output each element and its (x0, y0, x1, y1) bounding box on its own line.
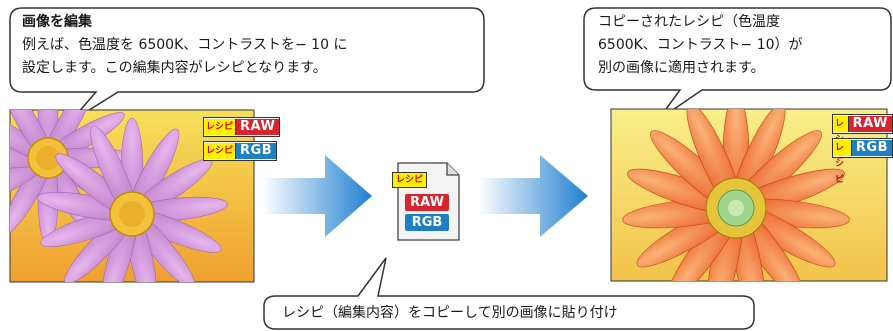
bubble-top-left-line2: 設定します。この編集内容がレシピとなります。 (22, 60, 327, 76)
left-rgb-badge: レシピ RGB (203, 141, 278, 161)
rgb-label: RGB (851, 140, 892, 156)
raw-label: RAW (236, 119, 280, 135)
file-icon-rgb: RGB (405, 214, 449, 231)
bubble-top-left-line1: 例えば、色温度を 6500K、コントラストを− 10 に (22, 37, 348, 53)
right-rgb-badge: レシピ RGB (832, 138, 893, 185)
recipe-tag: レシピ (833, 116, 849, 161)
bubble-top-right-outline (583, 7, 892, 121)
photo-after (610, 108, 888, 282)
right-raw-badge: レシピ RAW (832, 114, 893, 161)
bubble-top-right-line2: 6500K、コントラスト− 10）が (598, 37, 803, 53)
raw-label: RAW (848, 116, 892, 132)
rgb-label: RGB (236, 143, 277, 159)
bubble-top-right-line3: 別の画像に適用されます。 (598, 60, 765, 76)
arrow-left (262, 155, 372, 237)
recipe-tag: レシピ (204, 119, 237, 135)
bubble-top-left-outline (9, 7, 485, 123)
recipe-tag: レシピ (204, 143, 237, 159)
file-icon-raw: RAW (405, 194, 449, 211)
bubble-bottom-text: レシピ（編集内容）をコピーして別の画像に貼り付け (282, 305, 618, 321)
photo-before (9, 109, 255, 283)
bubble-top-right-line1: コピーされたレシピ（色温度 (598, 14, 780, 30)
recipe-tag: レシピ (833, 140, 852, 185)
left-raw-badge: レシピ RAW (203, 117, 281, 137)
bubble-bottom-outline (263, 257, 755, 330)
bubble-top-left-title: 画像を編集 (22, 14, 92, 30)
arrow-right (478, 155, 588, 237)
file-icon-tag: レシピ (392, 172, 428, 188)
